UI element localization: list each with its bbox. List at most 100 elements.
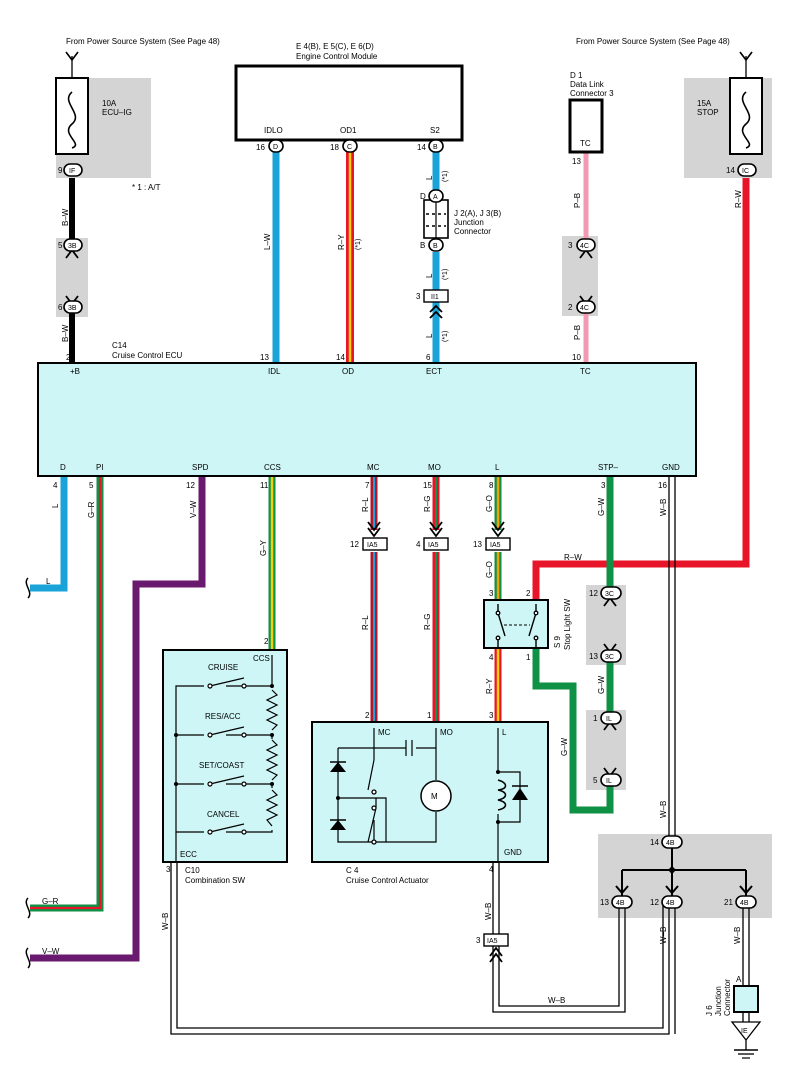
- stop-sw-p1: 1: [526, 653, 531, 662]
- wire-labels: B–W B–W L–W R–Y (*1) L (*1) L (*1) L (*1…: [42, 171, 743, 1005]
- conn-4b-c: 4B: [666, 900, 675, 907]
- junction-name1: Junction: [454, 218, 484, 227]
- ecm-num-18: 18: [330, 143, 339, 152]
- dlc-pin-num: 13: [572, 157, 581, 166]
- act-p1: 1: [427, 711, 432, 720]
- ecu-ref: C14: [112, 341, 127, 350]
- wire-label-l-out: L: [51, 503, 60, 508]
- dlc-ref: D 1: [570, 71, 583, 80]
- act-p3: 3: [489, 711, 494, 720]
- ecu-bot-label-pi: PI: [96, 463, 104, 472]
- combo-p2: 2: [264, 637, 269, 646]
- junction-connector-j6: [730, 985, 762, 1059]
- fuse-right-amp: 15A: [697, 99, 712, 108]
- ground-label: IE: [741, 1028, 748, 1035]
- wire-label-bw1: B–W: [61, 208, 70, 226]
- ecu-bot-label-ccs: CCS: [264, 463, 281, 472]
- conn-num-5: 5: [58, 241, 63, 250]
- wire-label-pb2: P–B: [573, 325, 582, 340]
- act-l: L: [502, 728, 507, 737]
- conn-num-ii3: 3: [416, 292, 421, 301]
- conn-3b-a: 3B: [68, 243, 77, 250]
- jc6-name1: Junction: [714, 986, 723, 1016]
- ecm-name: Engine Control Module: [296, 52, 378, 61]
- wire-label-gr-left: G–R: [42, 897, 59, 906]
- wire-label-rw2: R–W: [564, 553, 582, 562]
- conn-il-a: IL: [606, 716, 612, 723]
- conn-3c-a: 3C: [605, 591, 614, 598]
- wire-label-vw: V–W: [189, 500, 198, 518]
- stop-sw-ref: S 9: [553, 635, 562, 648]
- ecu-bot-num-4: 4: [53, 481, 58, 490]
- conn-num-ia12: 12: [350, 540, 359, 549]
- ecu-bot-label-mo: MO: [428, 463, 441, 472]
- junction-name2: Connector: [454, 227, 491, 236]
- conn-num-14r: 14: [726, 166, 735, 175]
- ecu-bot-label-d: D: [60, 463, 66, 472]
- combo-sw-cruise: CRUISE: [208, 663, 238, 672]
- wire-label-l1: L: [425, 175, 434, 180]
- conn-4b-d: 4B: [740, 900, 749, 907]
- combo-p3: 3: [166, 865, 171, 874]
- act-mc: MC: [378, 728, 391, 737]
- conn-num-b12: 12: [650, 898, 659, 907]
- conn-num-il1: 1: [593, 714, 598, 723]
- wire-label-star1a: (*1): [355, 239, 362, 250]
- junction-4b-bus: [615, 848, 753, 896]
- wire-label-gr: G–R: [87, 501, 96, 518]
- dlc-box: [568, 98, 604, 154]
- combo-sw-set-coast: SET/COAST: [199, 761, 244, 770]
- conn-3c-b: 3C: [605, 654, 614, 661]
- wire-gr: [30, 476, 104, 912]
- act-p2: 2: [365, 711, 370, 720]
- conn-ia5-c: IA5: [490, 542, 501, 549]
- ecu-bot-num-12: 12: [186, 481, 195, 490]
- act-mo: MO: [440, 728, 453, 737]
- conn-num-9: 9: [58, 166, 63, 175]
- jc6-ref: J 6: [705, 1005, 714, 1016]
- wire-label-wb1: W–B: [659, 499, 668, 516]
- wire-label-ry: R–Y: [337, 234, 346, 250]
- power-source-left-label: From Power Source System (See Page 48): [66, 37, 220, 46]
- conn-if: IF: [69, 168, 75, 175]
- ecu-top-label-tc: TC: [580, 367, 591, 376]
- conn-num-ia4: 4: [416, 540, 421, 549]
- ecu-top-label-idl: IDL: [268, 367, 281, 376]
- conn-num-ia3: 3: [476, 936, 481, 945]
- conn-num-sc12: 12: [589, 589, 598, 598]
- wire-label-l-left: L: [46, 577, 51, 586]
- wire-label-rg2: R–G: [423, 614, 432, 630]
- combo-ccs: CCS: [253, 654, 270, 663]
- junction-b2: B: [433, 243, 438, 250]
- conn-ic: IC: [742, 168, 749, 175]
- fuse-right-name: STOP: [697, 108, 719, 117]
- conn-4c-a: 4C: [580, 243, 589, 250]
- ecu-top-num-6: 6: [426, 353, 431, 362]
- wire-gw: [532, 476, 614, 814]
- conn-ia5-d: IA5: [487, 938, 498, 945]
- wire-label-wb6: W–B: [548, 996, 565, 1005]
- conn-num-il5: 5: [593, 776, 598, 785]
- wire-label-wb4: W–B: [733, 927, 742, 944]
- wire-label-rl2: R–L: [361, 615, 370, 630]
- ecu-top-num-10: 10: [572, 353, 581, 362]
- note-label: * 1 : A/T: [132, 183, 161, 192]
- conn-num-3r: 3: [568, 241, 573, 250]
- wire-label-star1c: (*1): [442, 269, 449, 280]
- ecu-bot-label-mc: MC: [367, 463, 380, 472]
- wire-label-wb5: W–B: [484, 903, 493, 920]
- ecu-bot-label-l: L: [495, 463, 500, 472]
- wire-label-pb1: P–B: [573, 193, 582, 208]
- ecu-top-label-b: +B: [70, 367, 80, 376]
- dlc-name2: Connector 3: [570, 89, 614, 98]
- wire-rw: [532, 178, 750, 600]
- conn-4b-b: 4B: [616, 900, 625, 907]
- conn-ia5-a: IA5: [367, 542, 378, 549]
- junction-ref: J 2(A), J 3(B): [454, 209, 501, 218]
- ecm-pin-od1: OD1: [340, 126, 357, 135]
- wire-label-ry2: R–Y: [485, 678, 494, 694]
- wire-label-wb2: W–B: [659, 801, 668, 818]
- wire-l-out: [30, 476, 68, 592]
- ecu-top-num-13: 13: [260, 353, 269, 362]
- ecu-top-num-2: 2: [66, 353, 71, 362]
